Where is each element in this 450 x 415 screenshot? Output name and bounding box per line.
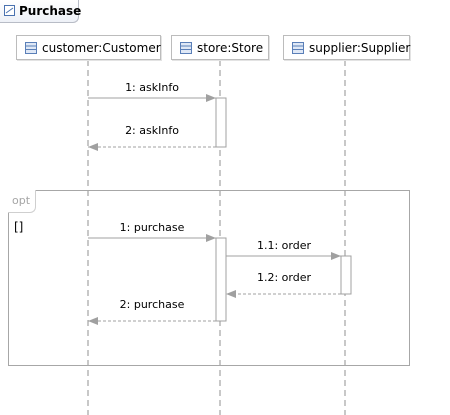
lifeline-head-customer[interactable]: customer:Customer [16, 35, 161, 60]
message-label[interactable]: 1.1: order [256, 239, 312, 252]
activation-store-2[interactable] [215, 237, 227, 322]
message-label[interactable]: 1: askInfo [125, 81, 179, 94]
message-label[interactable]: 1.2: order [256, 271, 312, 284]
fragment-operator-tab: opt [8, 190, 36, 213]
combined-fragment-opt[interactable] [8, 190, 410, 366]
lifeline-name: customer:Customer [42, 41, 161, 55]
diagram-title: Purchase [19, 4, 82, 18]
message-label[interactable]: 2: purchase [119, 298, 185, 311]
class-icon [25, 42, 37, 54]
activation-store-1[interactable] [215, 97, 227, 148]
class-icon [180, 42, 192, 54]
activation-supplier[interactable] [340, 255, 352, 295]
message-label[interactable]: 2: askInfo [125, 124, 179, 137]
fragment-guard[interactable]: [] [14, 220, 24, 234]
class-icon [292, 42, 304, 54]
lifeline-head-store[interactable]: store:Store [171, 35, 269, 60]
fragment-operator: opt [12, 194, 31, 207]
lifeline-head-supplier[interactable]: supplier:Supplier [283, 35, 410, 60]
lifeline-name: supplier:Supplier [309, 41, 411, 55]
sequence-diagram-icon [4, 5, 15, 16]
lifeline-name: store:Store [197, 41, 264, 55]
message-label[interactable]: 1: purchase [119, 221, 185, 234]
diagram-title-tab[interactable]: Purchase [0, 0, 82, 23]
